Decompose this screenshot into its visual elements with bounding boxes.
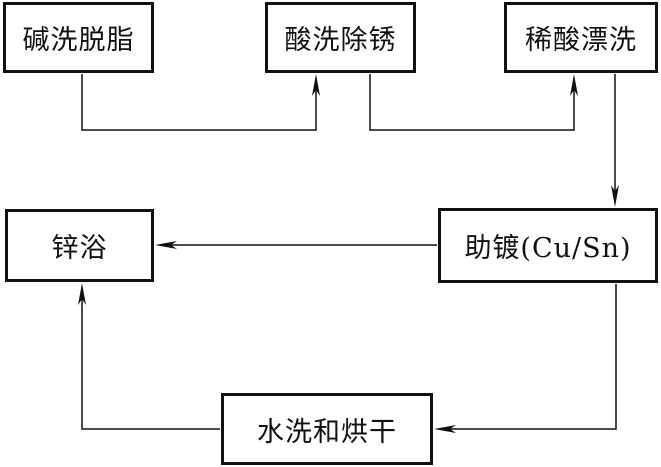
node-dilute-acid-rinse-label: 稀酸漂洗 [525,25,637,56]
arrowhead-to-derust [312,74,320,96]
arrowhead-to-washdry [434,425,456,433]
node-zinc-bath-label: 锌浴 [51,233,108,264]
node-acid-derust: 酸洗除锈 [265,2,416,73]
node-wash-dry: 水洗和烘干 [221,393,433,465]
node-alkali-degrease: 碱洗脱脂 [3,2,154,73]
node-acid-derust-label: 酸洗除锈 [284,25,397,56]
connector-degrease-to-derust [81,74,317,131]
node-alkali-degrease-label: 碱洗脱脂 [22,25,135,56]
connector-washdry-to-zinc [81,294,220,430]
connector-fluxing-to-washdry [446,284,617,430]
node-fluxing-label: 助镀(Cu/Sn) [464,233,632,264]
node-wash-dry-label: 水洗和烘干 [257,416,397,448]
arrowhead-to-rinse [570,74,578,96]
node-dilute-acid-rinse: 稀酸漂洗 [504,2,658,73]
node-fluxing: 助镀(Cu/Sn) [438,208,658,283]
connector-derust-to-rinse [369,74,575,131]
arrowhead-to-zinc-bath [155,241,177,249]
arrowhead-to-fluxing [611,185,619,207]
arrowhead-washdry-to-zinc [78,283,86,305]
node-zinc-bath: 锌浴 [5,209,154,282]
